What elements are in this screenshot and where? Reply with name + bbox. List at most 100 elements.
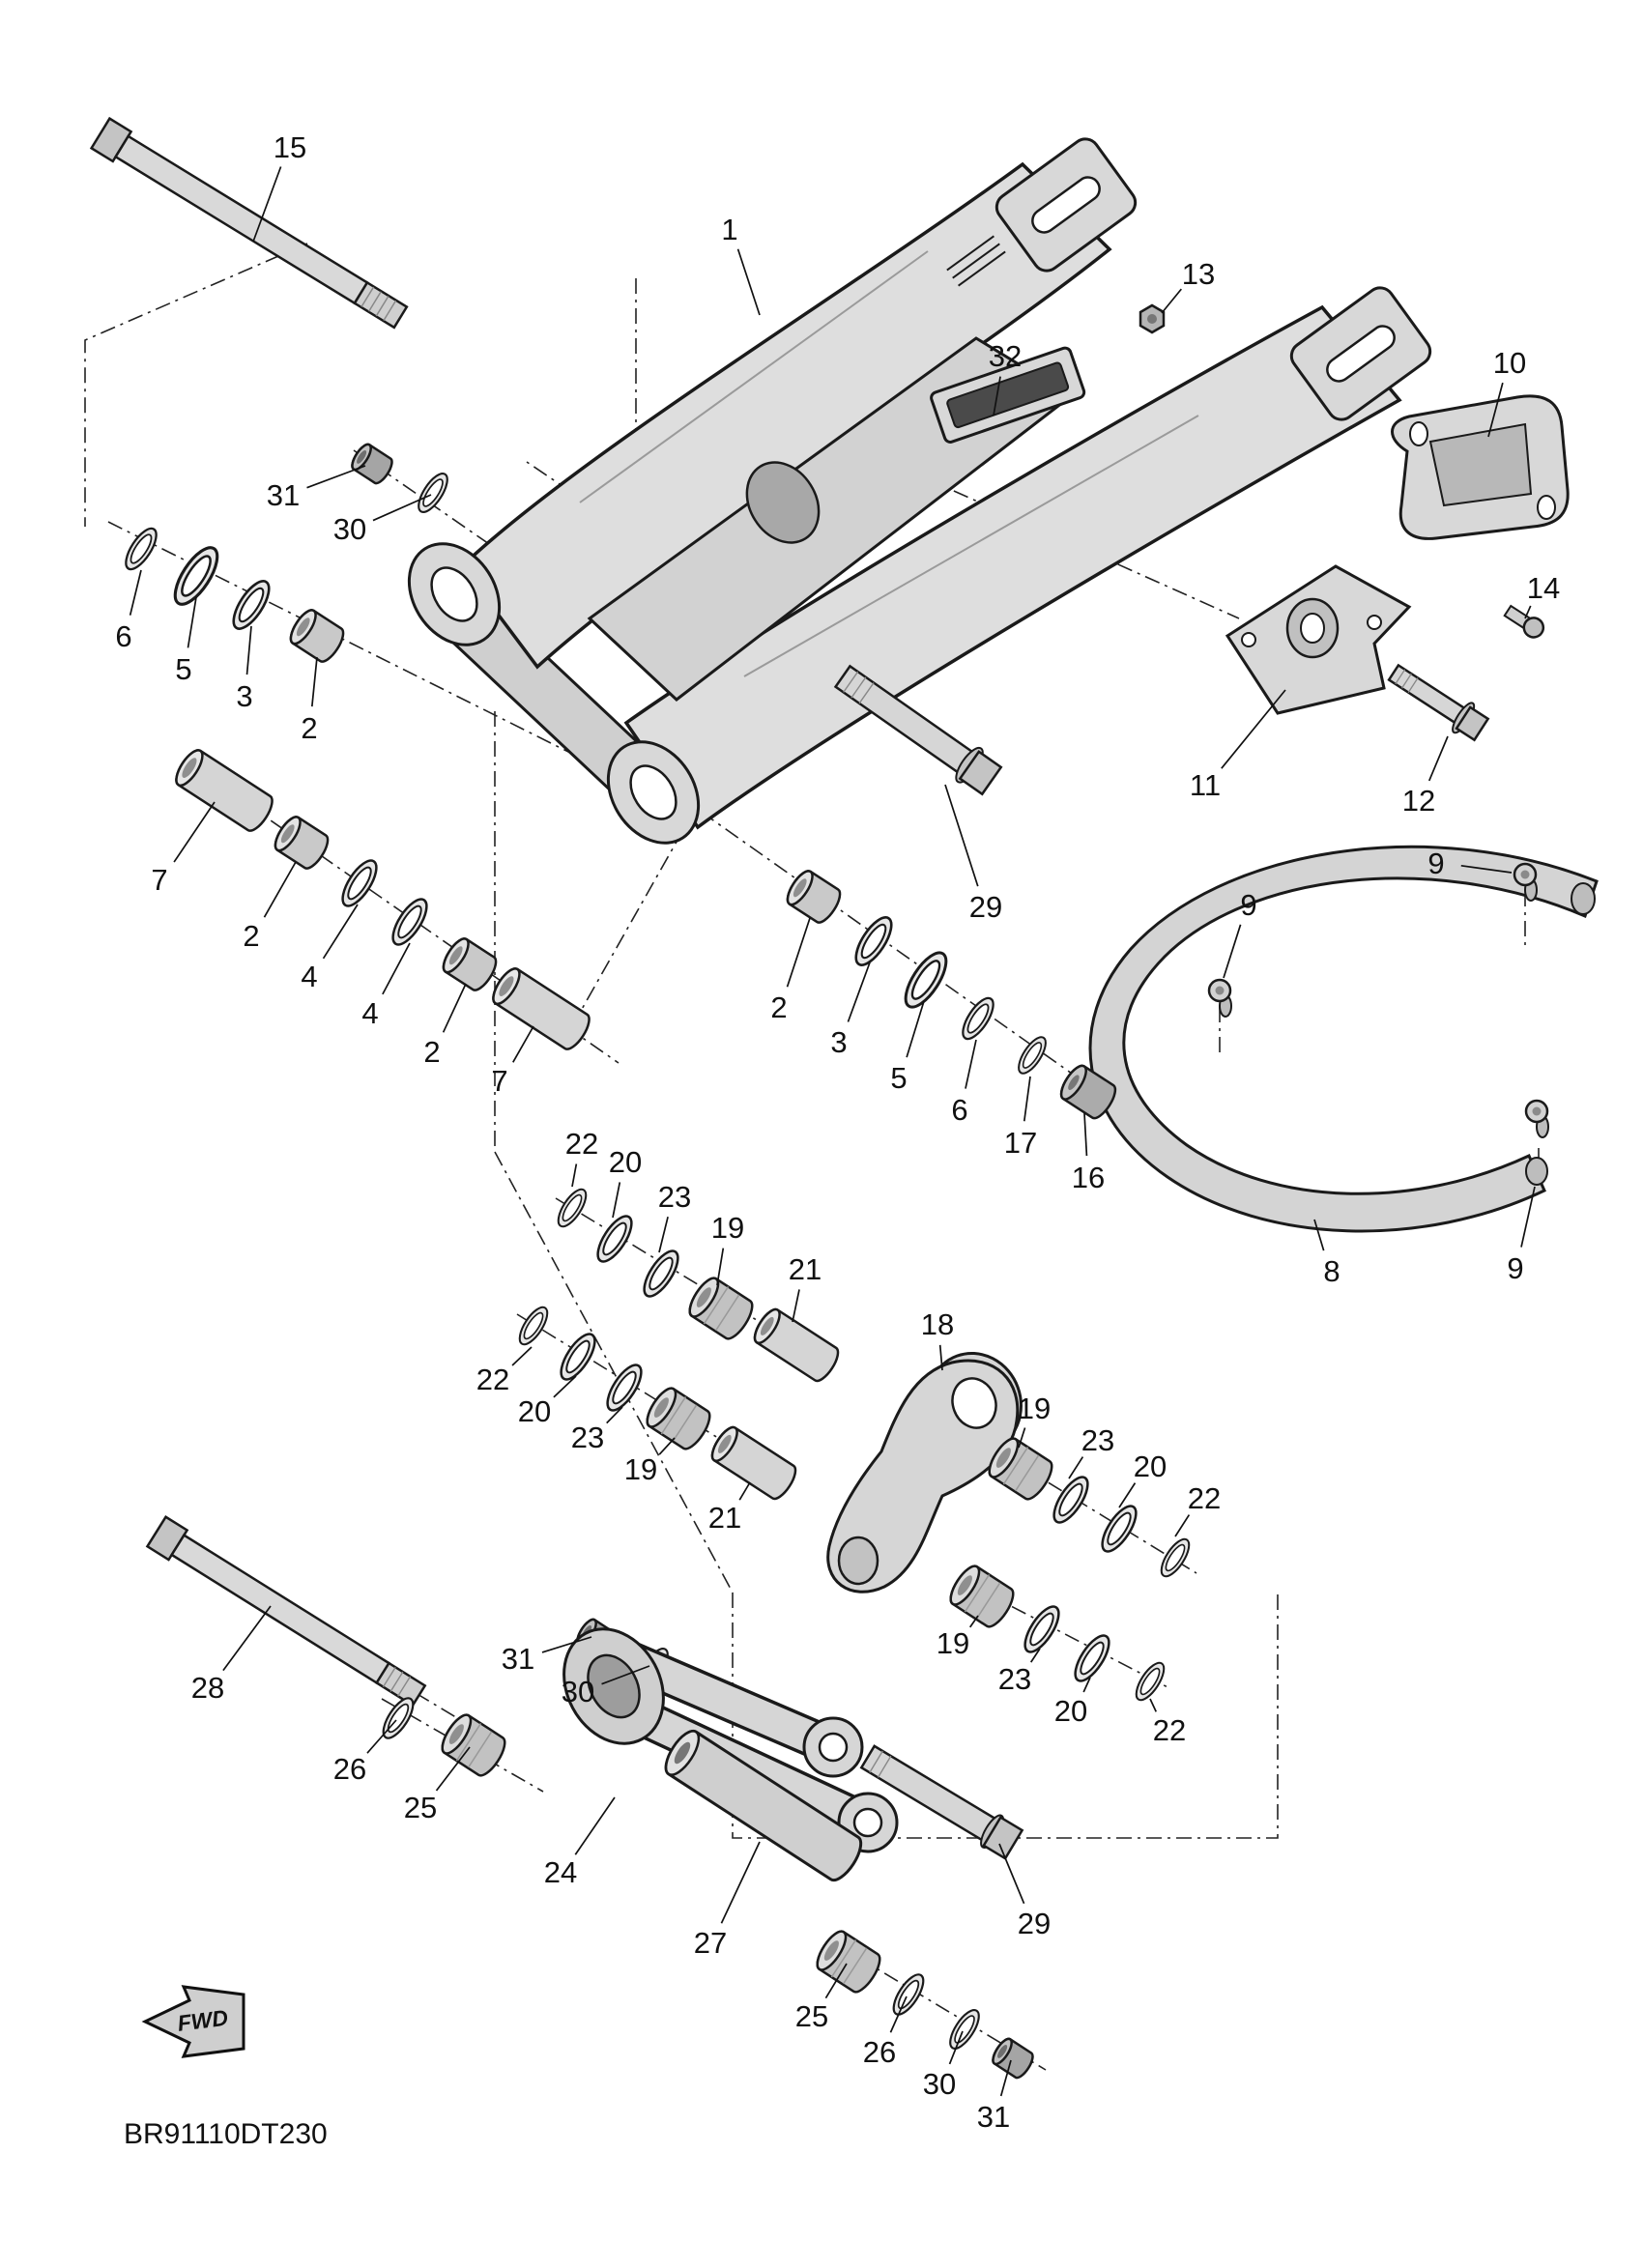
leader-line-29 (944, 784, 979, 887)
part-seal-23d (1017, 1600, 1067, 1658)
callout-label-20: 20 (609, 1145, 642, 1179)
leader-line-22 (511, 1346, 533, 1366)
callout-30-51: 30 (562, 1665, 650, 1708)
callout-label-3: 3 (830, 1025, 847, 1059)
callout-21-41: 21 (708, 1481, 751, 1535)
callout-label-21: 21 (789, 1252, 822, 1286)
part-washer-6a (119, 523, 163, 575)
callout-label-29: 29 (969, 890, 1002, 924)
callout-2-21: 2 (770, 917, 811, 1024)
callout-label-28: 28 (191, 1671, 224, 1705)
callout-6-24: 6 (951, 1039, 977, 1127)
callout-label-1: 1 (721, 213, 737, 246)
callout-22-49: 22 (1149, 1698, 1186, 1747)
leader-line-4 (322, 904, 359, 960)
callout-label-23: 23 (1081, 1423, 1114, 1457)
callout-label-19: 19 (624, 1452, 657, 1486)
callout-label-5: 5 (890, 1061, 907, 1095)
part-guide-bracket-11 (1225, 564, 1412, 715)
leader-line-10 (1487, 382, 1504, 438)
part-bush-25a (436, 1709, 511, 1781)
callout-label-27: 27 (694, 1926, 727, 1960)
callout-5-8: 5 (175, 596, 197, 686)
part-collar-7b (487, 963, 595, 1054)
callout-4-17: 4 (361, 942, 411, 1030)
part-washer-30a (412, 468, 454, 518)
callout-label-7: 7 (151, 863, 167, 897)
leader-line-30 (372, 494, 432, 522)
leader-line-29 (998, 1843, 1025, 1905)
callout-10-4: 10 (1487, 346, 1526, 438)
callout-label-21: 21 (708, 1501, 741, 1535)
leader-line-11 (1221, 689, 1286, 769)
part-swingarm-1 (407, 137, 1432, 845)
leader-line-6 (129, 569, 142, 616)
part-seal-23c (1046, 1471, 1096, 1529)
callout-9-30: 9 (1507, 1186, 1536, 1285)
leader-line-26 (366, 1719, 397, 1754)
callout-4-16: 4 (301, 904, 359, 993)
callout-label-9: 9 (1240, 888, 1256, 922)
part-washer-20b (553, 1328, 603, 1386)
leader-line-7 (512, 1025, 534, 1063)
part-chain-guard-8 (1088, 845, 1599, 1233)
leader-line-4 (382, 942, 411, 995)
callout-label-10: 10 (1493, 346, 1526, 380)
callout-label-22: 22 (476, 1363, 509, 1396)
callout-label-6: 6 (115, 619, 131, 653)
leader-line-19 (1018, 1427, 1026, 1449)
callout-label-9: 9 (1427, 847, 1444, 880)
callout-31-61: 31 (977, 2059, 1012, 2134)
part-nut-31a (347, 440, 397, 488)
callout-2-15: 2 (243, 861, 297, 953)
callout-7-14: 7 (151, 801, 216, 897)
callout-19-40: 19 (624, 1437, 676, 1486)
callout-label-20: 20 (1134, 1450, 1167, 1483)
callout-label-4: 4 (361, 996, 378, 1030)
fwd-arrow-icon: FWD (141, 1985, 245, 2058)
callout-31-50: 31 (502, 1636, 592, 1676)
callout-label-25: 25 (795, 1999, 828, 2033)
callout-label-26: 26 (863, 2035, 896, 2069)
callout-label-19: 19 (937, 1626, 969, 1660)
part-bolt-28 (145, 1515, 427, 1708)
callout-label-14: 14 (1527, 571, 1560, 605)
part-washer-20c (1094, 1500, 1144, 1558)
leader-line-26 (889, 1995, 908, 2033)
part-washer-22a (552, 1184, 592, 1232)
callout-3-22: 3 (830, 962, 871, 1059)
callout-13-2: 13 (1161, 257, 1215, 314)
callout-23-43: 23 (1068, 1423, 1114, 1479)
callout-label-15: 15 (274, 130, 306, 164)
callout-label-7: 7 (491, 1064, 507, 1098)
leader-line-14 (1524, 605, 1532, 619)
leader-line-22 (1149, 1698, 1157, 1712)
leader-line-2 (786, 917, 811, 988)
callout-23-47: 23 (998, 1648, 1041, 1696)
callout-25-54: 25 (404, 1746, 471, 1824)
callout-3-9: 3 (236, 625, 253, 713)
callout-label-2: 2 (243, 919, 259, 953)
leader-line-18 (938, 1344, 943, 1371)
callout-17-25: 17 (1004, 1076, 1037, 1160)
part-screw-9a (1513, 862, 1539, 903)
leader-line-27 (720, 1841, 761, 1924)
part-washer-26b (886, 1968, 931, 2021)
part-nut-13 (1139, 303, 1166, 334)
leader-line-32 (993, 376, 1001, 416)
callout-label-29: 29 (1018, 1907, 1051, 1940)
callout-23-39: 23 (571, 1406, 623, 1454)
callout-label-30: 30 (562, 1675, 594, 1708)
leader-line-22 (1174, 1514, 1191, 1537)
part-washer-20a (590, 1210, 640, 1268)
part-screw-9c (1524, 1099, 1550, 1139)
leader-line-13 (1161, 288, 1182, 314)
leader-line-30 (948, 2030, 964, 2065)
callout-9-28: 9 (1223, 888, 1257, 979)
callout-29-20: 29 (944, 784, 1002, 924)
callout-label-24: 24 (544, 1855, 577, 1889)
callout-label-19: 19 (711, 1211, 744, 1245)
part-collar-27 (664, 1729, 863, 1882)
callout-label-23: 23 (571, 1421, 604, 1454)
